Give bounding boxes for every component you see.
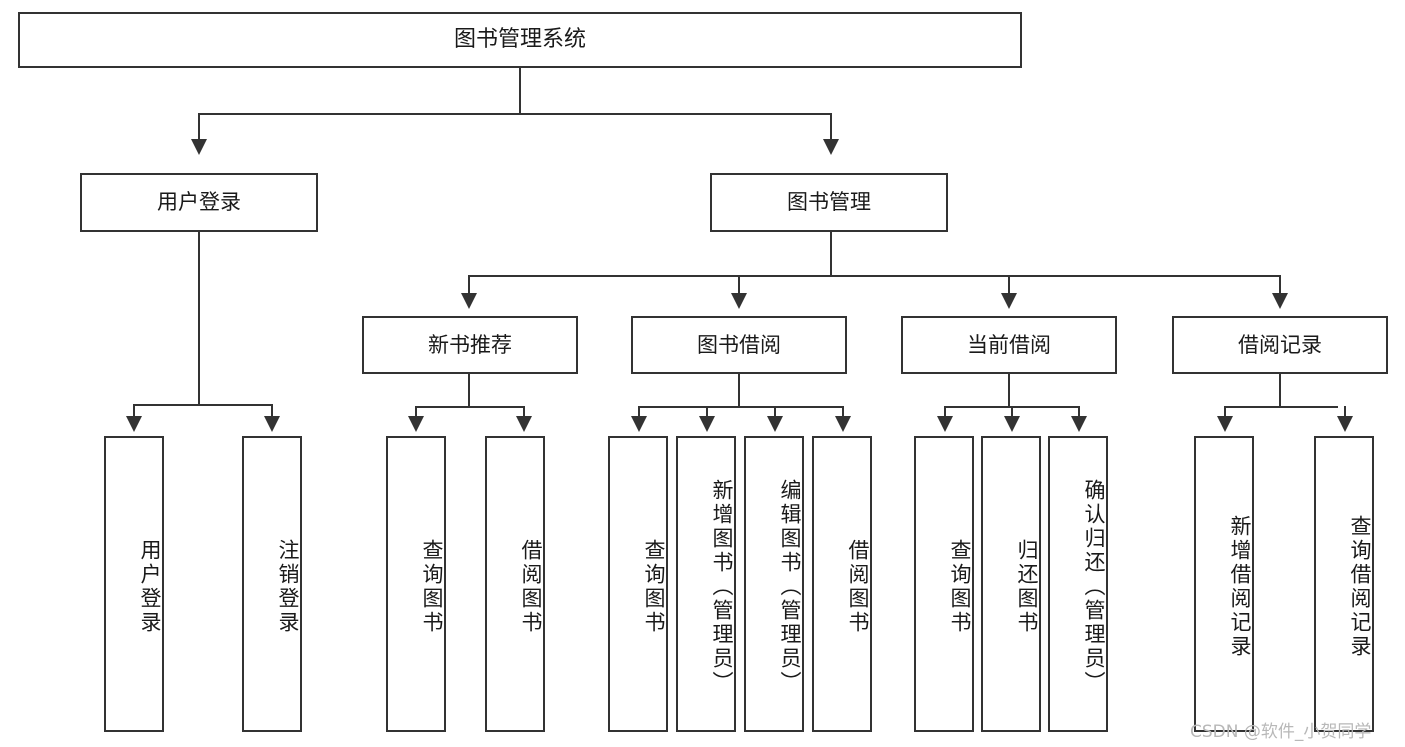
connector-book-mgmt-stem	[830, 232, 832, 275]
connector-root-to-book-mgmt	[830, 113, 832, 141]
connector-book-mgmt-branch-1	[468, 275, 470, 295]
leaf-current-borrow-return-book[interactable]: 归还图书	[981, 436, 1041, 732]
node-label: 查询图书	[642, 539, 666, 635]
node-label: 新增借阅记录	[1228, 515, 1252, 659]
arrowhead-borrow-record-leaf-2	[1337, 416, 1353, 432]
node-label: 编辑图书（管理员）	[778, 479, 802, 695]
connector-book-borrow-branch-2	[706, 406, 708, 418]
node-new-book-recommend[interactable]: 新书推荐	[362, 316, 578, 374]
node-label: 图书借阅	[697, 332, 781, 357]
arrowhead-to-book-borrow	[731, 293, 747, 309]
connector-current-borrow-branch-2	[1011, 406, 1013, 418]
connector-root-bus	[198, 113, 832, 115]
leaf-book-borrow-borrow-book[interactable]: 借阅图书	[812, 436, 872, 732]
leaf-borrow-record-add-record[interactable]: 新增借阅记录	[1194, 436, 1254, 732]
leaf-user-login-logout[interactable]: 注销登录	[242, 436, 302, 732]
arrowhead-current-borrow-leaf-1	[937, 416, 953, 432]
node-label: 借阅图书	[846, 539, 870, 635]
node-label: 图书管理系统	[453, 27, 586, 53]
connector-borrow-record-branch-2	[1344, 406, 1346, 418]
csdn-watermark: CSDN @软件_小贺同学	[1190, 722, 1372, 742]
node-label: 新增图书（管理员）	[710, 479, 734, 695]
node-label: 确认归还（管理员）	[1082, 479, 1106, 695]
arrowhead-root-to-book-mgmt	[823, 139, 839, 155]
arrowhead-root-to-user-login	[191, 139, 207, 155]
node-label: 查询借阅记录	[1348, 515, 1372, 659]
leaf-new-book-borrow-book[interactable]: 借阅图书	[485, 436, 545, 732]
node-label: 用户登录	[157, 190, 241, 215]
node-label: 归还图书	[1015, 539, 1039, 635]
connector-new-book-bus	[415, 406, 525, 408]
connector-borrow-record-stem	[1279, 374, 1281, 406]
connector-book-mgmt-branch-3	[1008, 275, 1010, 295]
connector-book-mgmt-bus	[468, 275, 1280, 277]
arrowhead-to-borrow-record	[1272, 293, 1288, 309]
connector-user-login-branch-2	[271, 404, 273, 418]
arrowhead-user-login-leaf-1	[126, 416, 142, 432]
arrowhead-book-borrow-leaf-1	[631, 416, 647, 432]
node-user-login[interactable]: 用户登录	[80, 173, 318, 232]
connector-book-borrow-branch-1	[638, 406, 640, 418]
connector-user-login-bus	[133, 404, 273, 406]
connector-root-stem	[519, 68, 521, 113]
leaf-book-borrow-edit-book-admin[interactable]: 编辑图书（管理员）	[744, 436, 804, 732]
connector-user-login-stem	[198, 232, 200, 404]
connector-book-mgmt-branch-4	[1279, 275, 1281, 295]
leaf-book-borrow-query-book[interactable]: 查询图书	[608, 436, 668, 732]
arrowhead-book-borrow-leaf-3	[767, 416, 783, 432]
arrowhead-current-borrow-leaf-2	[1004, 416, 1020, 432]
node-label: 借阅记录	[1238, 332, 1322, 357]
leaf-borrow-record-query-record[interactable]: 查询借阅记录	[1314, 436, 1374, 732]
arrowhead-to-new-book-recommend	[461, 293, 477, 309]
leaf-current-borrow-confirm-return-admin[interactable]: 确认归还（管理员）	[1048, 436, 1108, 732]
node-book-borrow[interactable]: 图书借阅	[631, 316, 847, 374]
node-book-management[interactable]: 图书管理	[710, 173, 948, 232]
node-label: 用户登录	[138, 539, 162, 635]
node-current-borrow[interactable]: 当前借阅	[901, 316, 1117, 374]
node-label: 当前借阅	[967, 332, 1051, 357]
arrowhead-borrow-record-leaf-1	[1217, 416, 1233, 432]
node-label: 注销登录	[276, 539, 300, 635]
arrowhead-current-borrow-leaf-3	[1071, 416, 1087, 432]
node-root-system[interactable]: 图书管理系统	[18, 12, 1022, 68]
connector-book-borrow-stem	[738, 374, 740, 406]
connector-new-book-branch-2	[523, 406, 525, 418]
connector-new-book-stem	[468, 374, 470, 406]
leaf-user-login-login[interactable]: 用户登录	[104, 436, 164, 732]
node-label: 图书管理	[787, 190, 871, 215]
connector-book-mgmt-branch-2	[738, 275, 740, 295]
node-label: 查询图书	[420, 539, 444, 635]
node-label: 新书推荐	[428, 332, 512, 357]
leaf-new-book-query-book[interactable]: 查询图书	[386, 436, 446, 732]
connector-current-borrow-branch-3	[1078, 406, 1080, 418]
connector-borrow-record-bus	[1224, 406, 1338, 408]
connector-borrow-record-branch-1	[1224, 406, 1226, 418]
connector-book-borrow-branch-3	[774, 406, 776, 418]
arrowhead-new-book-leaf-1	[408, 416, 424, 432]
arrowhead-new-book-leaf-2	[516, 416, 532, 432]
arrowhead-book-borrow-leaf-4	[835, 416, 851, 432]
node-label: 借阅图书	[519, 539, 543, 635]
arrowhead-to-current-borrow	[1001, 293, 1017, 309]
connector-root-to-user-login	[198, 113, 200, 141]
connector-new-book-branch-1	[415, 406, 417, 418]
connector-current-borrow-stem	[1008, 374, 1010, 406]
leaf-book-borrow-add-book-admin[interactable]: 新增图书（管理员）	[676, 436, 736, 732]
node-borrow-record[interactable]: 借阅记录	[1172, 316, 1388, 374]
arrowhead-book-borrow-leaf-2	[699, 416, 715, 432]
node-label: 查询图书	[948, 539, 972, 635]
connector-user-login-branch-1	[133, 404, 135, 418]
leaf-current-borrow-query-book[interactable]: 查询图书	[914, 436, 974, 732]
connector-current-borrow-branch-1	[944, 406, 946, 418]
connector-book-borrow-bus	[638, 406, 844, 408]
arrowhead-user-login-leaf-2	[264, 416, 280, 432]
connector-book-borrow-branch-4	[842, 406, 844, 418]
